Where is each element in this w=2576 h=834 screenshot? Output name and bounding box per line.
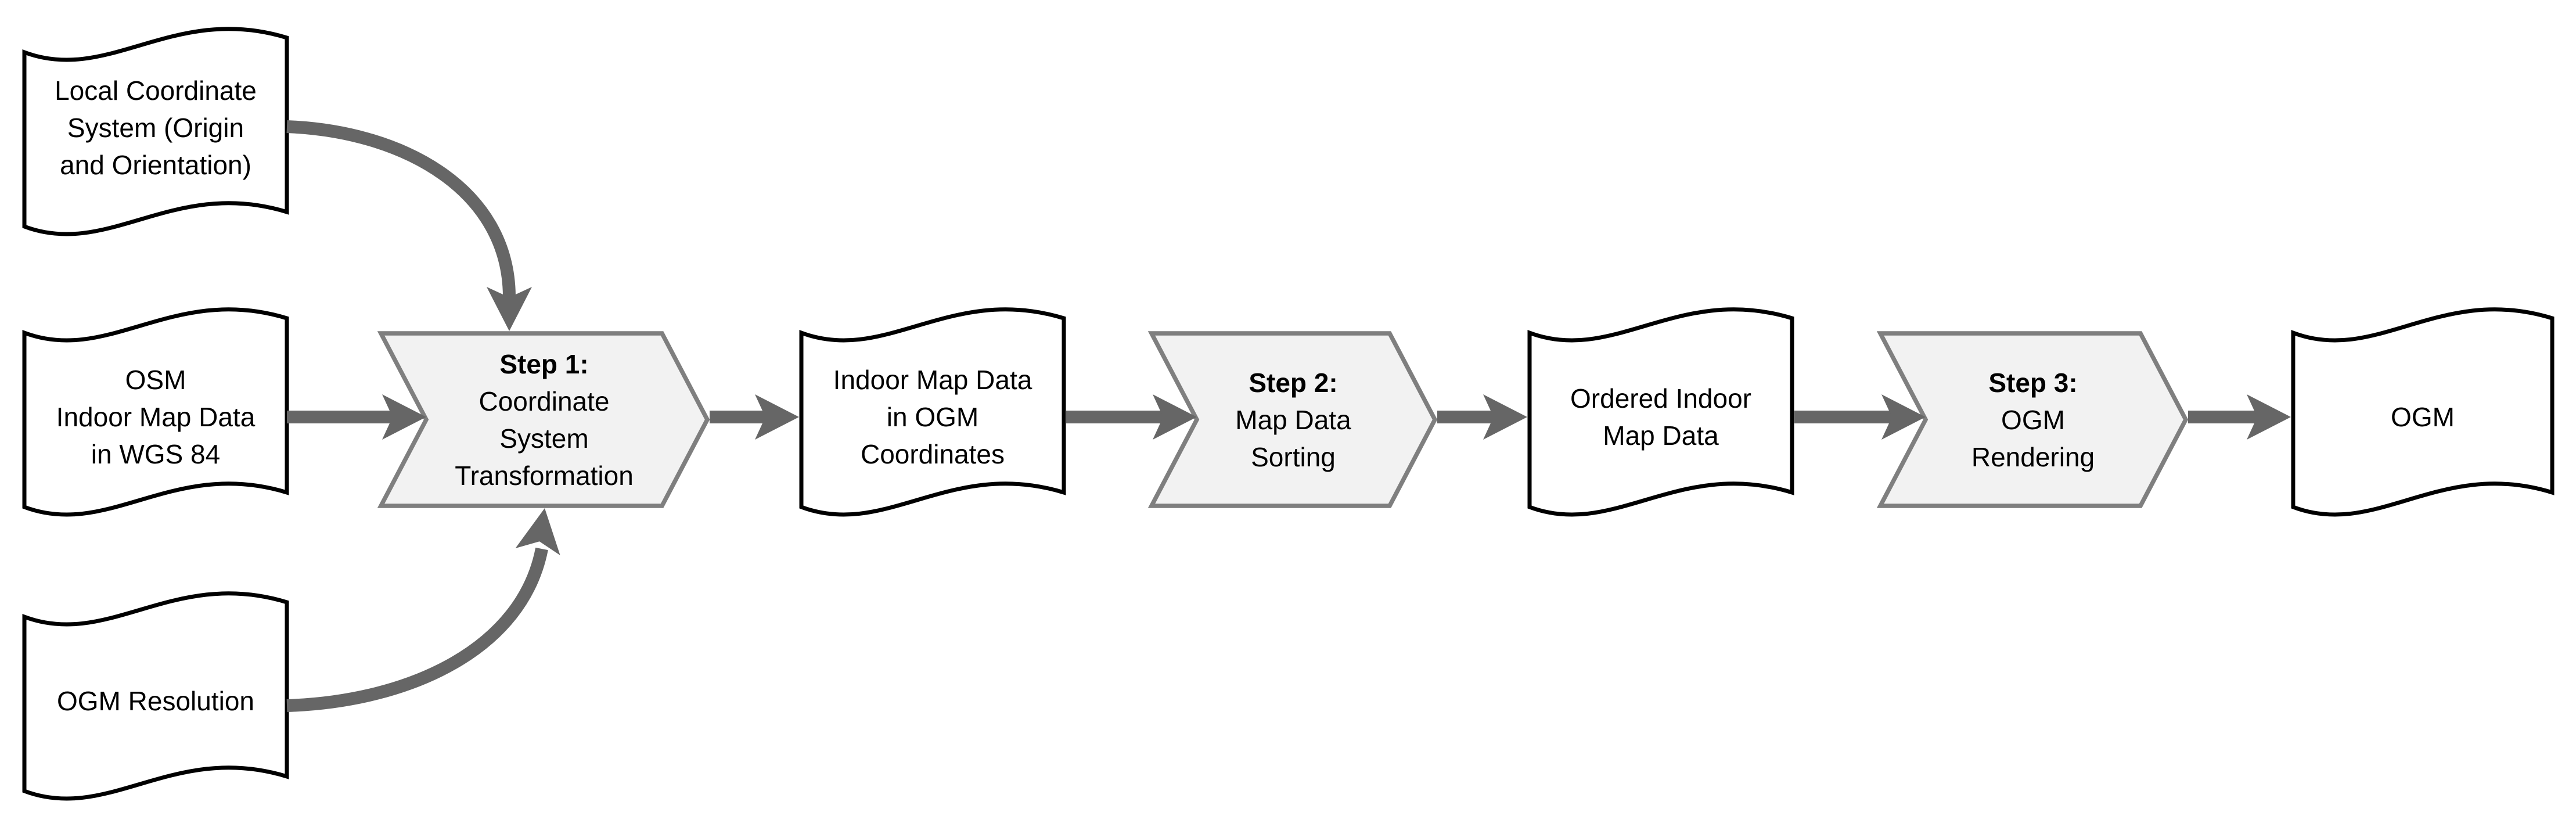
tape-document-shape (2291, 307, 2555, 517)
edge-local-cs-to-step1 (286, 120, 532, 331)
node-local-coordinate-system: Local Coordinate System (Origin and Orie… (22, 17, 289, 256)
step-title: Step 3: (1988, 367, 2078, 398)
chevron-process-shape (377, 331, 710, 508)
label-line: Rendering (1971, 441, 2095, 472)
label-line: OGM (2391, 402, 2455, 432)
node-label: OSM Indoor Map Data in WGS 84 (22, 298, 289, 536)
label-line: OSM (125, 365, 186, 395)
label-line: in WGS 84 (91, 439, 221, 469)
edge-step3-to-ogm (2188, 394, 2291, 440)
label-line: Local Coordinate (55, 76, 257, 106)
edge-ogm-resolution-to-step1 (286, 508, 560, 712)
node-label: OGM (2291, 298, 2555, 536)
label-line: Indoor Map Data (833, 365, 1032, 395)
label-line: System (499, 423, 589, 454)
label-line: Indoor Map Data (56, 402, 256, 432)
chevron-process-shape (1147, 331, 1438, 508)
node-ordered-indoor-map-data: Ordered Indoor Map Data (1527, 298, 1794, 536)
node-ogm-resolution: OGM Resolution (22, 582, 289, 820)
node-step2-map-data-sorting: Step 2: Map Data Sorting (1147, 331, 1438, 508)
label-line: Transformation (455, 460, 634, 491)
label-line: Coordinate (478, 386, 610, 416)
edge-indoor-ogm-to-step2 (1066, 394, 1197, 440)
tape-document-shape (22, 591, 289, 801)
label-line: Ordered Indoor (1570, 383, 1751, 414)
node-label: OGM Resolution (22, 582, 289, 820)
node-label: Step 1: Coordinate System Transformation (379, 331, 710, 508)
edge-step2-to-ordered (1437, 394, 1527, 440)
label-line: Map Data (1235, 404, 1351, 435)
node-label: Step 3: OGM Rendering (1878, 331, 2188, 508)
step-title: Step 2: (1249, 367, 1338, 398)
node-label: Step 2: Map Data Sorting (1149, 331, 1437, 508)
step-title: Step 1: (499, 348, 589, 379)
tape-document-shape (22, 27, 289, 236)
label-line: OGM (2001, 404, 2065, 435)
node-label: Local Coordinate System (Origin and Orie… (22, 17, 289, 256)
node-osm-indoor-map-data: OSM Indoor Map Data in WGS 84 (22, 298, 289, 536)
node-indoor-map-data-ogm-coordinates: Indoor Map Data in OGM Coordinates (799, 298, 1066, 536)
node-step3-ogm-rendering: Step 3: OGM Rendering (1876, 331, 2189, 508)
node-ogm-output: OGM (2291, 298, 2555, 536)
label-line: Map Data (1603, 420, 1719, 451)
tape-document-shape (22, 307, 289, 517)
label-line: in OGM (886, 402, 979, 432)
node-label: Indoor Map Data in OGM Coordinates (799, 298, 1066, 536)
node-step1-coordinate-transformation: Step 1: Coordinate System Transformation (377, 331, 710, 508)
tape-document-shape (799, 307, 1066, 517)
label-line: Coordinates (860, 439, 1005, 469)
edge-osm-to-step1 (287, 394, 426, 440)
edge-ordered-to-step3 (1794, 394, 1926, 440)
label-line: Sorting (1251, 441, 1336, 472)
label-line: System (Origin (67, 113, 244, 143)
label-line: and Orientation) (60, 150, 251, 180)
tape-document-shape (1527, 307, 1794, 517)
edge-step1-to-indoor-ogm (710, 394, 799, 440)
chevron-process-shape (1876, 331, 2189, 508)
label-line: OGM Resolution (56, 686, 254, 716)
node-label: Ordered Indoor Map Data (1527, 298, 1794, 536)
